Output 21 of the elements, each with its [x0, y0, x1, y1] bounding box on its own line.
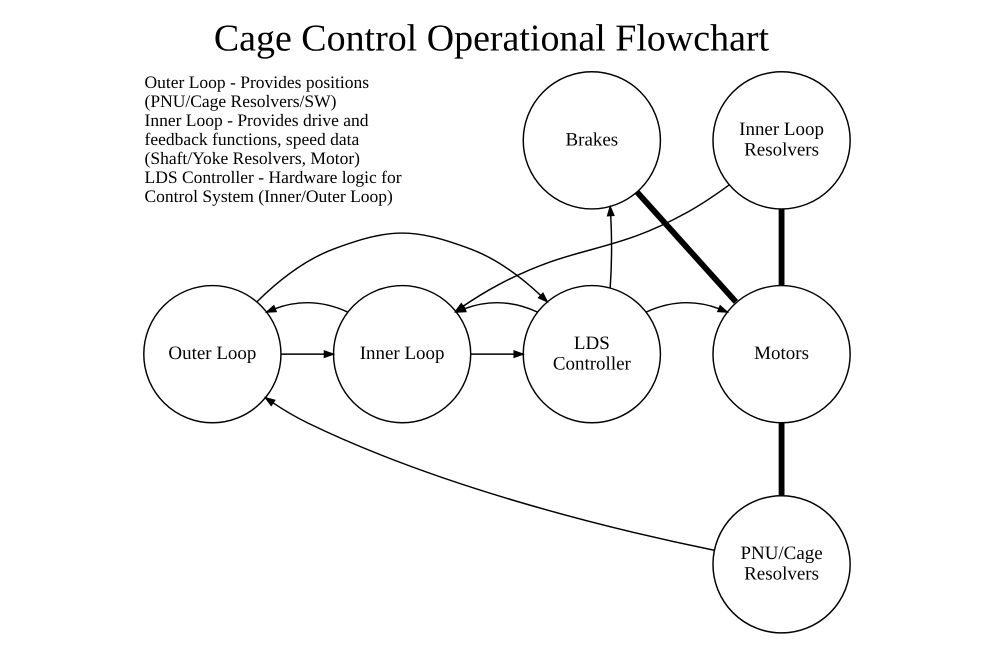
arrow	[264, 396, 714, 551]
node-circle: LDS Controller	[522, 284, 662, 424]
arrow	[256, 232, 549, 304]
arrow	[264, 302, 348, 313]
arrow	[606, 204, 615, 288]
node-circle: Outer Loop	[143, 284, 282, 424]
connector	[635, 190, 738, 304]
arrow	[646, 302, 730, 313]
node-circle: PNU/Cage Resolvers	[712, 494, 851, 634]
node-circle: Inner Loop Resolvers	[712, 71, 851, 210]
diagram-title: Cage Control Operational Flowchart	[214, 17, 770, 60]
label: Outer Loop - Provides positions (PNU/Cage Resolvers/SW)	[144, 72, 370, 111]
arrow	[471, 350, 526, 358]
arrow	[281, 350, 336, 358]
node-circle: Motors	[712, 284, 851, 424]
node-circle: Brakes	[522, 71, 662, 210]
connector	[778, 422, 784, 496]
connector	[778, 209, 784, 286]
label: LDS Controller - Hardware logic for Control System (Inner/Outer Loop)	[144, 166, 402, 206]
node-circle: Inner Loop	[332, 284, 472, 424]
label: Inner Loop - Provides drive and feedback functions, speed data (Shaft/Yoke Resolvers, Motor)	[144, 110, 369, 168]
